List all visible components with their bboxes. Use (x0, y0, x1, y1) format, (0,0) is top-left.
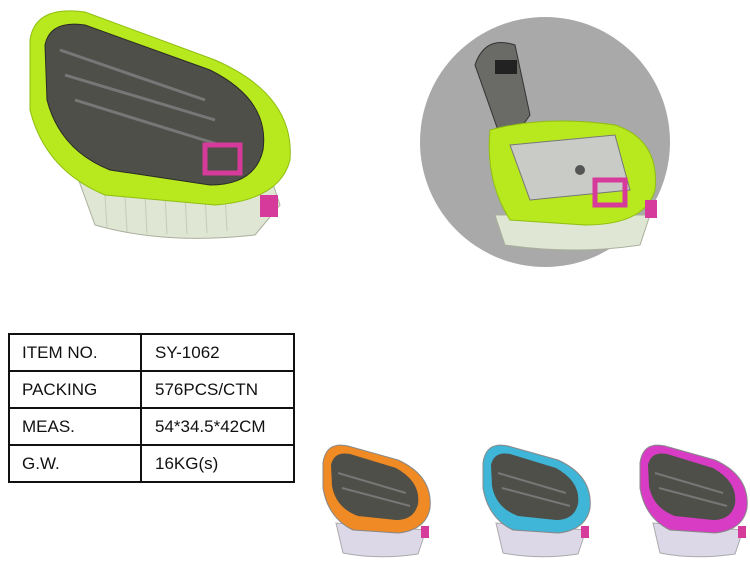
variant-sharpener-image (639, 444, 748, 558)
spec-value: SY-1062 (140, 333, 295, 372)
spec-label: MEAS. (8, 407, 142, 446)
spec-value: 54*34.5*42CM (140, 407, 295, 446)
variant-sharpener-image (482, 444, 591, 558)
spec-label: PACKING (8, 370, 142, 409)
table-row: ITEM NO. SY-1062 (8, 333, 295, 372)
table-row: MEAS. 54*34.5*42CM (8, 407, 295, 446)
main-sharpener-image (29, 10, 291, 239)
table-row: PACKING 576PCS/CTN (8, 370, 295, 409)
variant-sharpener-image (322, 444, 431, 558)
spec-table: ITEM NO. SY-1062 PACKING 576PCS/CTN MEAS… (8, 333, 295, 483)
open-sharpener-image (474, 42, 657, 251)
table-row: G.W. 16KG(s) (8, 444, 295, 483)
spec-value: 576PCS/CTN (140, 370, 295, 409)
spec-label: ITEM NO. (8, 333, 142, 372)
spec-value: 16KG(s) (140, 444, 295, 483)
spec-label: G.W. (8, 444, 142, 483)
